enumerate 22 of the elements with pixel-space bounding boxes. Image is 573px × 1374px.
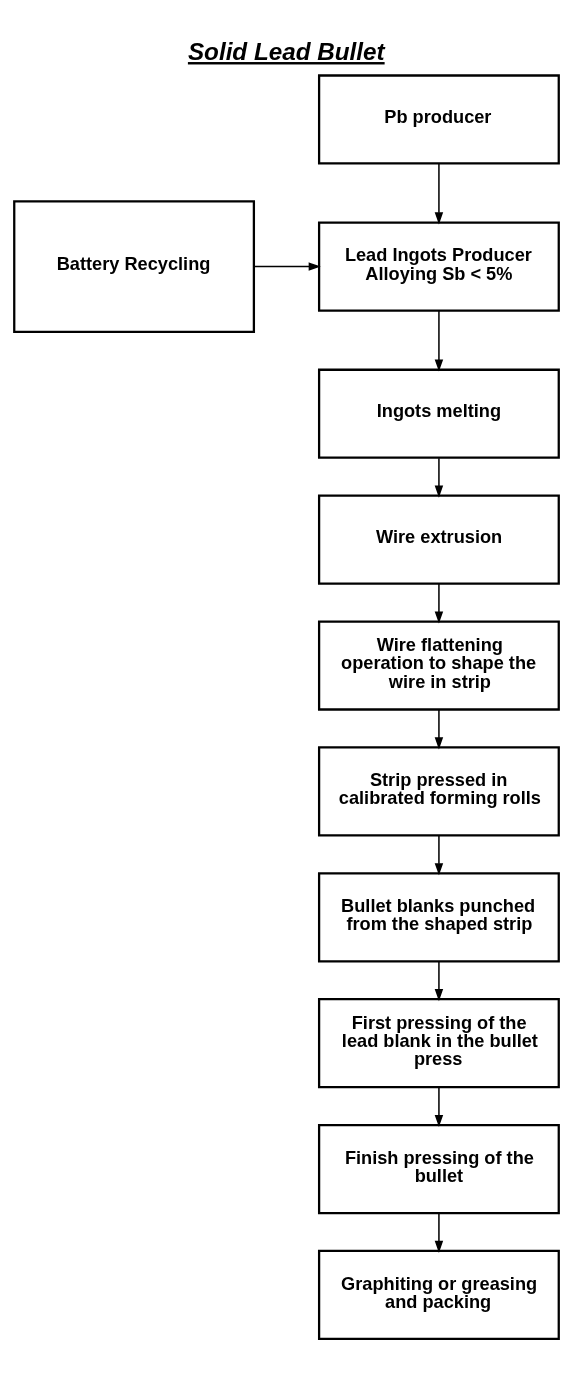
arrow: [253, 261, 321, 271]
arrow: [434, 582, 444, 624]
arrow: [434, 162, 444, 224]
arrow: [434, 1212, 444, 1253]
diagram-title: Solid Lead Bullet: [187, 37, 385, 65]
node-box: Wire extrusion: [317, 494, 560, 585]
node-box: Ingots melting: [317, 368, 560, 459]
node-box: Battery Recycling: [13, 199, 256, 333]
node-box: Bullet blanks punched from the shaped strip: [317, 871, 560, 962]
node-box: Strip pressed in calibrated forming rolls: [317, 745, 560, 836]
node-box: Graphiting or greasing and packing: [317, 1249, 560, 1340]
arrow: [434, 960, 444, 1001]
node-box: First pressing of the lead blank in the bullet press: [317, 997, 560, 1088]
arrow: [434, 1086, 444, 1127]
arrow: [434, 708, 444, 749]
arrow: [434, 309, 444, 372]
arrow: [434, 456, 444, 498]
arrow: [434, 834, 444, 875]
node-box: Finish pressing of the bullet: [317, 1123, 560, 1214]
node-box: Pb producer: [317, 73, 560, 165]
node-box: Lead Ingots Producer Alloying Sb < 5%: [317, 221, 560, 312]
node-box: Wire flattening operation to shape the wire in strip: [317, 619, 560, 711]
